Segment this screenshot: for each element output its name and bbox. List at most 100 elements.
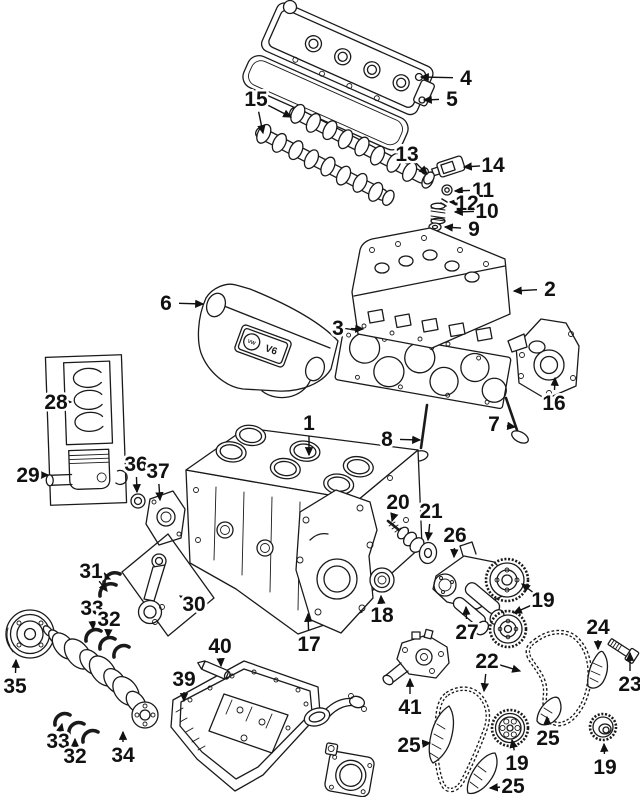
engine-valve-exhaust — [504, 396, 529, 444]
callout-number: 20 — [386, 491, 409, 514]
callout-19: 19 — [503, 738, 531, 778]
idler-sprocket — [588, 712, 618, 742]
cam-phaser-lower — [488, 609, 528, 649]
callout-number: 8 — [381, 428, 393, 451]
callout-30: 30 — [178, 591, 208, 619]
valve-cover — [260, 0, 435, 116]
callout-21: 21 — [417, 498, 445, 542]
callout-leader — [257, 111, 266, 135]
callout-leader — [178, 595, 189, 604]
callout-leader — [520, 583, 534, 593]
callout-leader — [509, 738, 518, 751]
timing-cover — [295, 489, 378, 634]
callout-number: 18 — [370, 604, 394, 627]
callout-leader — [399, 435, 422, 444]
callout-number: 33 — [46, 730, 69, 753]
callout-leader — [101, 572, 112, 580]
callout-leader — [424, 523, 433, 542]
callout-14: 14 — [462, 152, 507, 180]
callout-33: 33 — [44, 722, 72, 756]
callout-leader — [132, 476, 141, 494]
callout-leader — [443, 223, 462, 232]
oil-filter-housing — [324, 742, 375, 797]
callout-5: 5 — [422, 86, 461, 114]
callout-leader — [453, 207, 475, 216]
oil-pickup-tube — [303, 693, 367, 727]
callout-leader — [419, 72, 454, 82]
callout-leader — [390, 512, 399, 523]
callout-10: 10 — [453, 198, 501, 226]
callout-leader — [421, 739, 432, 748]
callout-number: 19 — [505, 752, 528, 775]
crank-front-seal — [369, 567, 395, 593]
callout-33: 33 — [78, 595, 106, 631]
callout-number: 15 — [244, 88, 268, 111]
callout-leader — [499, 664, 522, 673]
crankshaft — [42, 625, 159, 729]
callout-number: 36 — [124, 453, 147, 476]
engine-cover: VW V6 — [197, 283, 339, 399]
callout-31: 31 — [77, 558, 112, 592]
chain-guide-bottom — [466, 752, 498, 795]
callout-number: 14 — [481, 154, 505, 177]
chain-tensioner-pad — [587, 650, 609, 689]
camshaft-exhaust — [255, 123, 395, 206]
callout-number: 22 — [475, 650, 498, 673]
callout-number: 34 — [111, 744, 135, 767]
balance-shaft-assembly — [432, 541, 510, 636]
main-bearings-upper — [84, 627, 131, 659]
callout-number: 9 — [468, 218, 480, 241]
callout-28: 28 — [42, 389, 73, 417]
callout-20: 20 — [384, 489, 412, 523]
callout-leader — [453, 186, 471, 195]
cam-chain-cover — [507, 318, 580, 400]
callout-23: 23 — [616, 651, 640, 699]
callout-18: 18 — [368, 594, 396, 630]
callout-19: 19 — [512, 583, 557, 615]
callout-number: 37 — [146, 460, 169, 483]
callout-number: 7 — [488, 413, 500, 436]
callout-6: 6 — [158, 290, 205, 318]
callout-7: 7 — [486, 411, 517, 439]
callout-number: 10 — [475, 200, 498, 223]
cam-sensor — [431, 155, 466, 178]
callout-leader — [98, 580, 108, 592]
callout-number: 25 — [397, 734, 421, 757]
callout-leader — [11, 658, 20, 674]
callout-number: 5 — [446, 88, 458, 111]
oil-pump — [382, 628, 450, 686]
callout-32: 32 — [95, 606, 123, 639]
callout-leader — [488, 783, 501, 792]
crank-sprocket — [490, 708, 530, 748]
callout-number: 32 — [97, 608, 120, 631]
main-bearings-lower — [53, 711, 100, 744]
callout-24: 24 — [584, 614, 612, 651]
callout-leader — [267, 104, 293, 118]
callout-leader — [155, 483, 164, 502]
callout-number: 16 — [542, 392, 565, 415]
cam-phaser-upper — [484, 557, 530, 603]
callout-4: 4 — [419, 65, 475, 93]
callout-22: 22 — [473, 648, 522, 693]
callout-25: 25 — [488, 773, 527, 797]
callout-number: 2 — [544, 278, 556, 301]
callout-number: 19 — [593, 756, 616, 779]
tensioner-bolt — [607, 638, 640, 664]
callout-leader — [506, 421, 517, 431]
badge-label-text: V6 — [263, 343, 279, 358]
callout-number: 25 — [536, 727, 560, 750]
callout-number: 4 — [460, 67, 472, 90]
callout-40: 40 — [206, 633, 234, 668]
callout-number: 32 — [63, 745, 86, 768]
callout-number: 35 — [3, 675, 27, 698]
callout-19: 19 — [591, 742, 619, 782]
callout-41: 41 — [396, 677, 424, 722]
callout-27: 27 — [453, 605, 481, 647]
callout-39: 39 — [170, 666, 198, 703]
connecting-rod-kit — [121, 533, 215, 637]
callout-leader — [415, 162, 428, 175]
callout-leader — [512, 604, 532, 614]
callout-number: 17 — [297, 633, 320, 656]
callout-1: 1 — [301, 410, 318, 457]
